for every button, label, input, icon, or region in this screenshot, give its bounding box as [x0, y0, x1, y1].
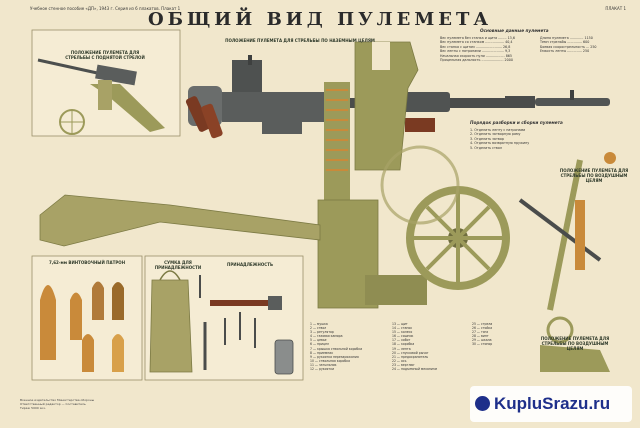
main-machine-gun	[185, 55, 610, 139]
spec-line: Вес пулемета без станка и щита ........ …	[440, 36, 515, 40]
procedure-step: 3. Отделить затвор	[470, 136, 504, 141]
part-item: 13 — щит	[392, 322, 408, 326]
part-item: 6 — прицел	[310, 342, 330, 347]
part-item: 22 — ось	[392, 358, 407, 363]
part-item: 29 — шкала	[472, 338, 492, 343]
part-item: 30 — стопор	[472, 342, 493, 347]
caption-cartridge: 7,62-мм ВИНТОВОЧНЫЙ ПАТРОН	[48, 260, 126, 265]
part-item: 2 — ствол	[310, 326, 327, 331]
part-item: 4 — газовая камора	[310, 334, 343, 339]
hanger-icon	[475, 396, 490, 411]
caption-bag: СУМКА ДЛЯ ПРИНАДЛЕЖНОСТИ	[154, 260, 202, 270]
part-item: 1 — мушка	[310, 322, 328, 326]
footer-line: Ответственный редактор — Составитель	[20, 402, 86, 406]
parts-list-col1: 1 — мушка 2 — ствол 3 — регулятор 4 — га…	[310, 322, 390, 371]
part-item: 27 — тяга	[472, 330, 489, 335]
part-item: 10 — ствольная коробка	[310, 358, 351, 363]
spec-line: Длина пулемета ............. 1150	[540, 36, 593, 40]
anti-air-mount-right	[518, 152, 616, 372]
part-item: 14 — станок	[392, 326, 413, 331]
rear-wheel	[380, 145, 460, 225]
part-item: 23 — вертлюг	[392, 362, 415, 367]
part-item: 21 — предохранитель	[392, 354, 429, 359]
part-item: 7 — крышка ствольной коробки	[310, 346, 363, 351]
procedure-step: 2. Отделить затворную раму	[470, 132, 521, 137]
part-item: 5 — цевье	[310, 338, 327, 343]
watermark-text: KupluSrazu.ru	[494, 394, 611, 413]
spec-line: Боевая скорострельность ... 250	[540, 44, 597, 49]
part-item: 12 — рукоятки	[310, 367, 335, 372]
caption-air-targets-right: ПОЛОЖЕНИЕ ПУЛЕМЕТА ДЛЯ СТРЕЛЬБЫ ПО ВОЗДУ…	[559, 168, 629, 183]
accessory-bag	[149, 270, 193, 373]
header-left-text: Учебное стенное пособие «ДП», 1943 г. Се…	[30, 6, 181, 11]
part-item: 18 — коробка	[392, 342, 415, 347]
spec-line: Вес станка с щитом .....................…	[440, 44, 511, 49]
part-item: 15 — колесо	[392, 330, 413, 335]
spec-line: Начальная скорость пули ................…	[440, 53, 512, 58]
caption-ground-targets: ПОЛОЖЕНИЕ ПУЛЕМЕТА ДЛЯ СТРЕЛЬБЫ ПО НАЗЕМ…	[225, 38, 375, 43]
part-item: 24 — подъемный механизм	[392, 367, 437, 372]
site-watermark[interactable]: KupluSrazu.ru	[470, 386, 632, 422]
parts-list-col2: 13 — щит 14 — станок 15 — колесо 16 — со…	[392, 322, 470, 371]
ammunition-belt	[324, 82, 350, 202]
carriage-wheel	[406, 186, 510, 290]
part-item: 19 — лента	[392, 346, 411, 351]
carriage-trail	[39, 194, 321, 247]
part-item: 26 — стойка	[472, 326, 493, 331]
spec-line: Емкость ленты .............. 250	[540, 49, 590, 54]
accessory-tools	[199, 275, 294, 375]
specs-right: Длина пулемета ............. 1150 Темп с…	[540, 36, 630, 54]
spec-line: Прицельная дальность ...................…	[440, 58, 513, 63]
gun-shield-frame	[354, 41, 419, 171]
part-item: 9 — рукоятка перезаряжания	[310, 354, 359, 359]
spec-line: Темп стрельбы .............. 600	[540, 40, 590, 45]
part-item: 17 — хобот	[392, 338, 411, 343]
part-item: 8 — приемник	[310, 350, 334, 355]
procedure-title: Порядок разборки и сборки пулемета	[470, 120, 563, 125]
part-item: 28 — винт	[472, 334, 489, 339]
spec-line: Вес пулемета со станком ................…	[440, 40, 513, 45]
header-right-text: ПЛАКАТ 1	[605, 6, 626, 11]
footer-line: Тираж 5000 экз.	[20, 406, 46, 410]
caption-accessories: ПРИНАДЛЕЖНОСТЬ	[226, 262, 274, 267]
specs-left: Вес пулемета без станка и щита ........ …	[440, 36, 535, 62]
footer-line: Военное издательство Министерства оборон…	[20, 398, 95, 402]
procedure-step: 5. Отделить ствол	[470, 145, 502, 150]
caption-raised-position: ПОЛОЖЕНИЕ ПУЛЕМЕТА ДЛЯ СТРЕЛЬБЫ С ПОДНЯТ…	[65, 50, 145, 60]
part-item: 11 — затыльник	[310, 362, 337, 367]
procedure-step: 4. Отделить возвратную пружину	[470, 141, 530, 146]
procedure-list: 1. Отделить ленту с патронами 2. Отделит…	[470, 128, 570, 150]
spec-line: Вес ленты с патронами ..................…	[440, 49, 511, 54]
part-item: 3 — регулятор	[310, 330, 334, 335]
parts-list-col3: 25 — стрела 26 — стойка 27 — тяга 28 — в…	[472, 322, 532, 347]
footer-imprint: Военное издательство Министерства оборон…	[20, 398, 94, 410]
caption-air-targets-bottom: ПОЛОЖЕНИЕ ПУЛЕМЕТА ДЛЯ СТРЕЛЬБЫ ПО ВОЗДУ…	[540, 336, 610, 351]
part-item: 25 — стрела	[472, 322, 493, 326]
ammo-box-lid	[365, 275, 427, 305]
part-item: 20 — спусковой рычаг	[392, 350, 429, 355]
cartridge-drawings	[40, 281, 124, 372]
procedure-step: 1. Отделить ленту с патронами	[470, 128, 526, 132]
inset-raised-gun	[37, 58, 165, 135]
part-item: 16 — сошник	[392, 334, 414, 339]
poster-title: ОБЩИЙ ВИД ПУЛЕМЕТА	[147, 9, 493, 30]
specs-title: Основные данные пулемета	[480, 28, 549, 33]
